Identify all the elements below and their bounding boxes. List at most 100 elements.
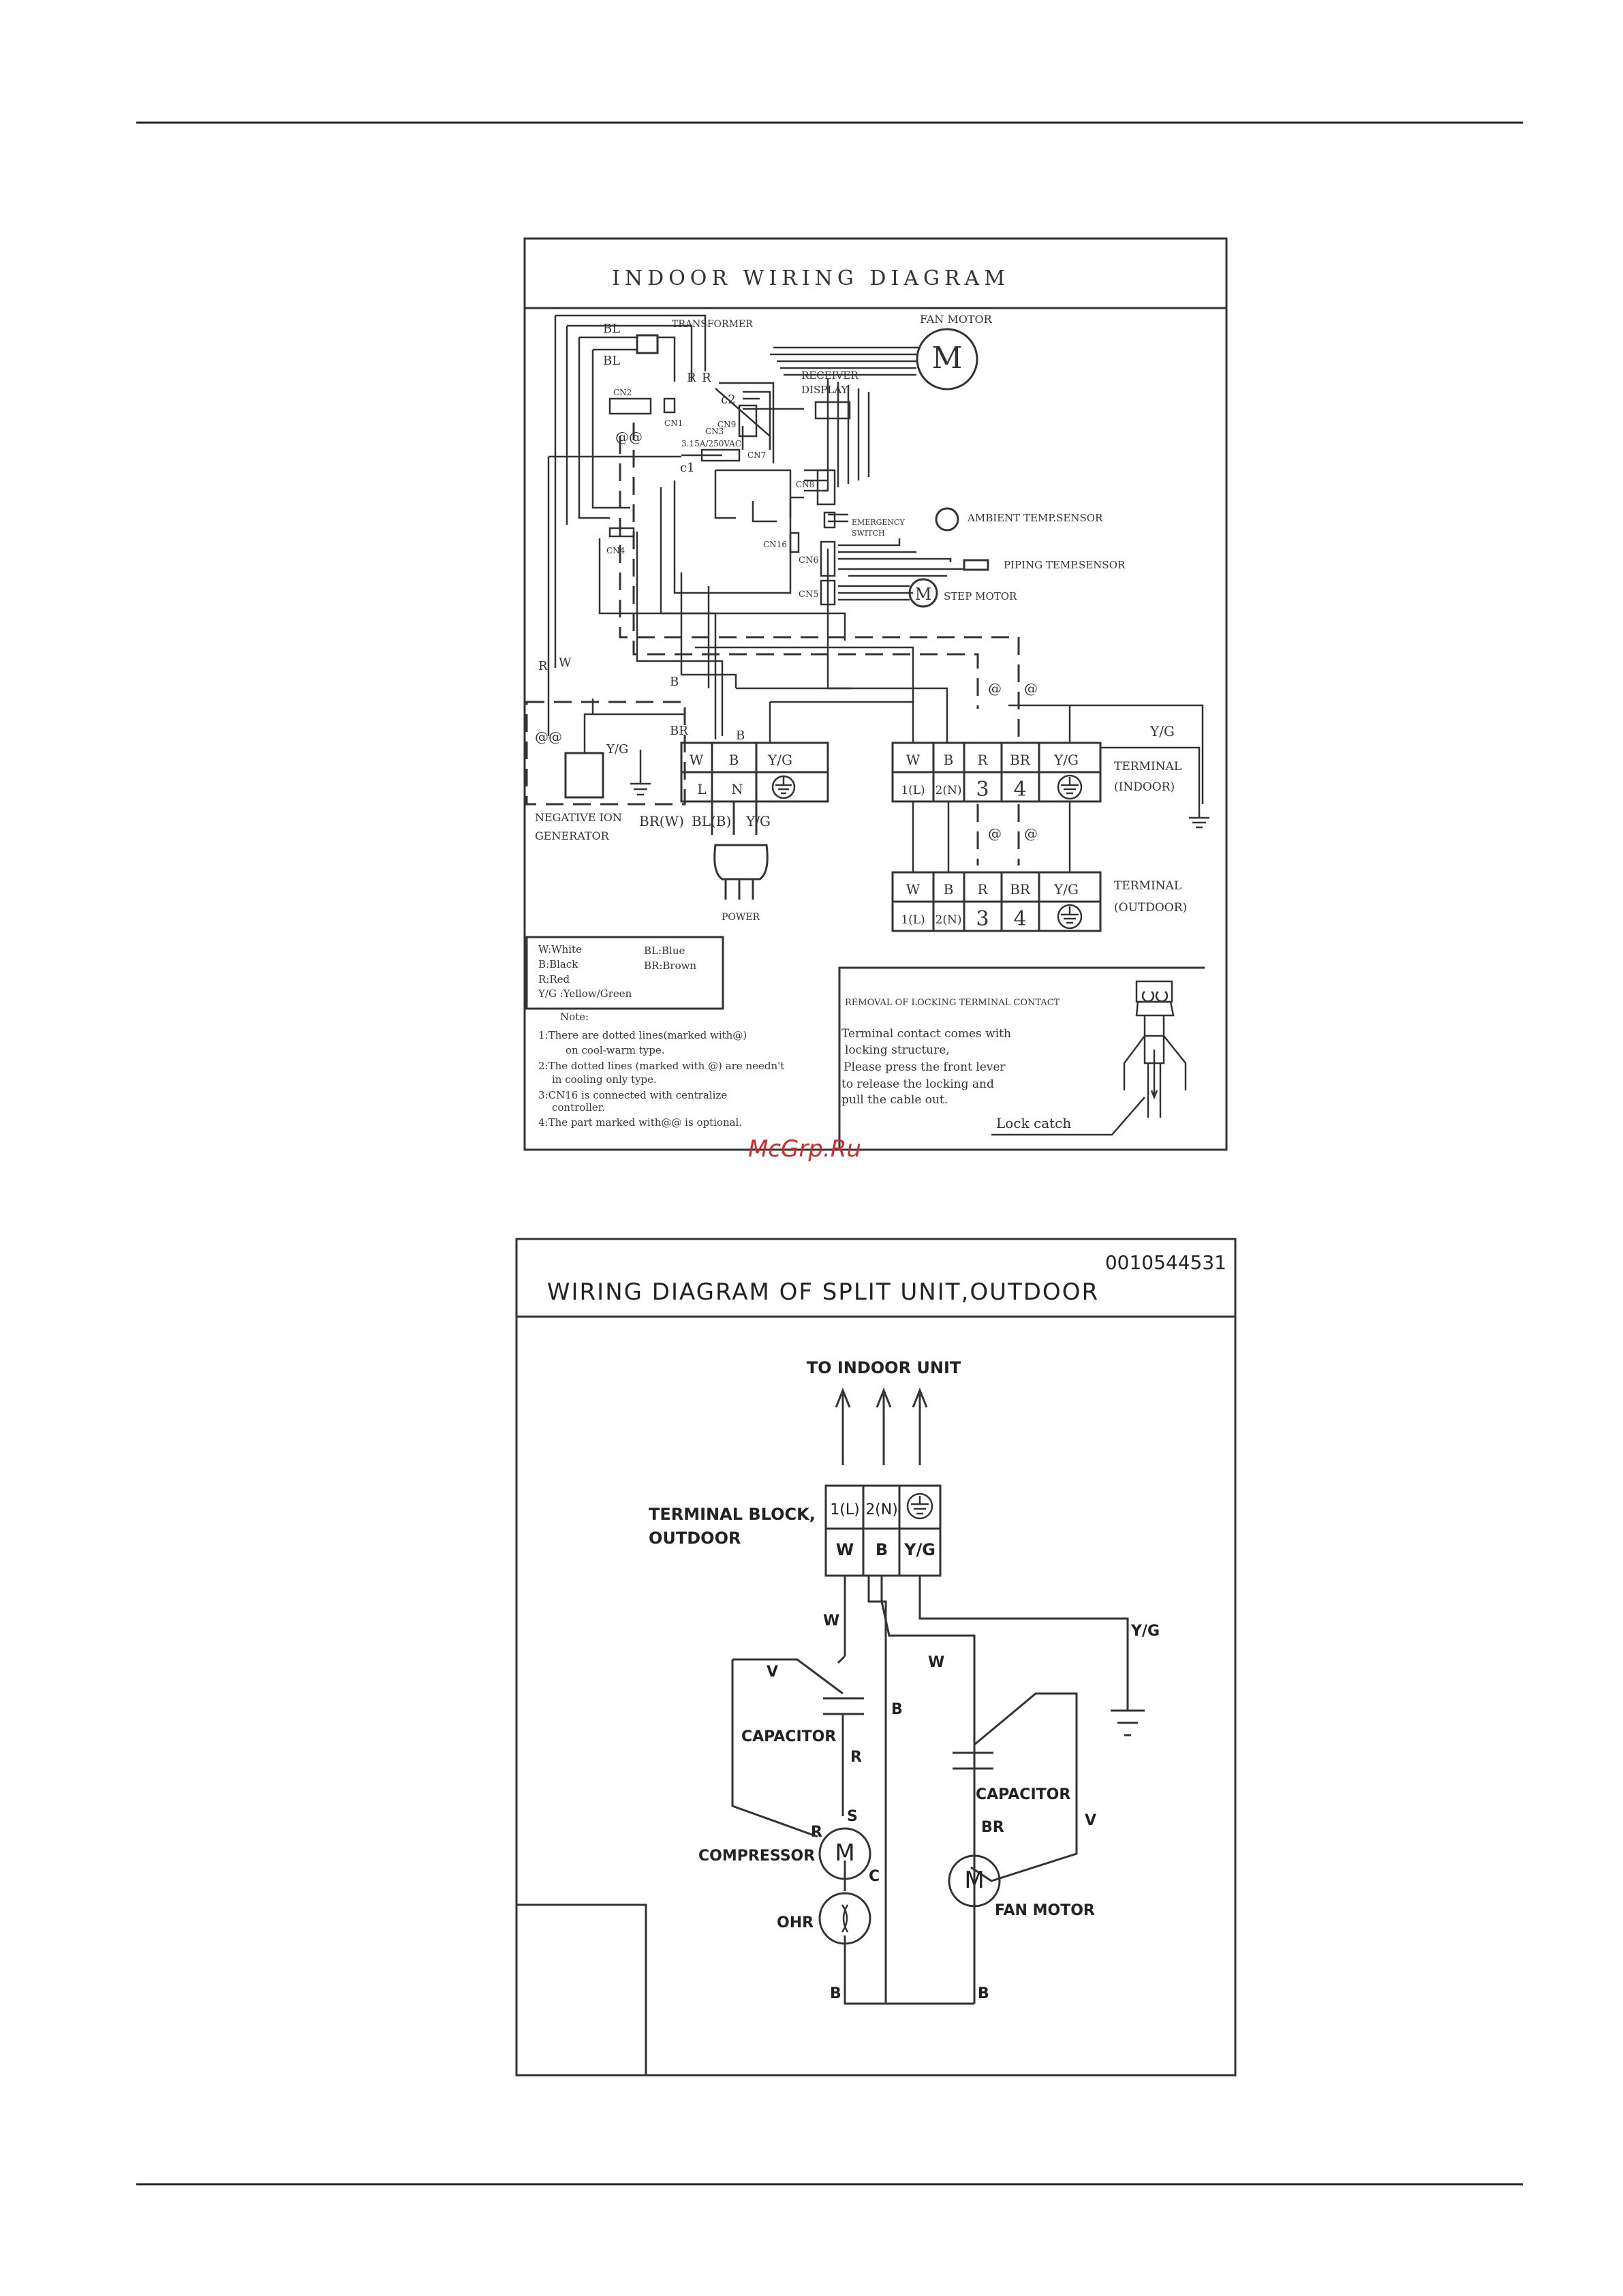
outdoor-frame [515, 1238, 1237, 2077]
wire-b-b: B [830, 1985, 841, 2002]
wire-b-a: B [891, 1701, 903, 1718]
cn6-label: CN6 [799, 555, 819, 566]
indoor-dashed-wiring [619, 423, 1020, 866]
term-out-yg: Y/G [1053, 881, 1079, 898]
legend-white: W:White [538, 943, 582, 955]
outdoor-fan-motor-label: FAN MOTOR [995, 1902, 1095, 1919]
indoor-wiring-diagram: INDOOR WIRING DIAGRAM M FAN MOTOR TRANSF… [523, 237, 1228, 1151]
negative-ion-label-1: NEGATIVE ION [535, 811, 622, 824]
outdoor-title: WIRING DIAGRAM OF SPLIT UNIT,OUTDOOR [547, 1279, 1099, 1306]
note-line-2: on cool-warm type. [566, 1044, 664, 1056]
cn7-label: CN7 [747, 450, 766, 460]
wire-v-b: V [1085, 1812, 1096, 1829]
negative-ion-generator: @@ Y/G NEGATIVE ION GENERATOR [525, 699, 686, 842]
negative-ion-icon [564, 752, 604, 799]
wire-w-b: W [928, 1654, 944, 1671]
cn9-label: CN9 [717, 420, 736, 429]
color-legend: W:White B:Black R:Red Y/G :Yellow/Green … [525, 936, 724, 1010]
step-motor-symbol: M [915, 585, 932, 604]
cn2-label: CN2 [613, 388, 632, 397]
terminal-indoor-label-2: (INDOOR) [1114, 780, 1175, 794]
power-plug: POWER [711, 801, 769, 923]
ohr-label: OHR [777, 1914, 814, 1931]
piping-sensor-icon [963, 559, 989, 571]
note-line-5: 3:CN16 is connected with centralize [538, 1089, 727, 1101]
term-in-4: 4 [1013, 778, 1026, 801]
cn16-block [789, 532, 800, 553]
wire-r-b: R [811, 1824, 822, 1841]
wire-yg-a: Y/G [1130, 1623, 1160, 1640]
step-motor: M STEP MOTOR [908, 578, 1017, 608]
wire-br-1: BR [670, 724, 688, 738]
outdoor-fan-motor-symbol: M [964, 1867, 984, 1894]
removal-line-4: to release the locking and [841, 1077, 994, 1091]
ohr: OHR [777, 1892, 871, 1945]
switch-label: SWITCH [852, 529, 885, 538]
indoor-fan-motor-symbol: M [931, 341, 962, 376]
outdoor-term-1l: 1(L) [830, 1501, 859, 1518]
wire-b-1: B [670, 675, 679, 689]
watermark: McGrp.Ru [748, 1135, 861, 1163]
terminal-indoor-label-1: TERMINAL [1114, 760, 1181, 774]
outdoor-wiring [731, 1576, 1145, 2005]
ambient-temp-sensor: AMBIENT TEMP.SENSOR [935, 507, 1103, 532]
term-out-r: R [977, 881, 988, 898]
cn8-label: CN8 [796, 480, 814, 489]
cn4-block [608, 527, 635, 538]
outdoor-term-w: W [836, 1540, 854, 1559]
indoor-fan-motor-label: FAN MOTOR [920, 313, 993, 326]
note-line-7: 4:The part marked with@@ is optional. [538, 1116, 742, 1129]
wire-brw: BR(W) [639, 813, 684, 829]
capacitor-label-2: CAPACITOR [976, 1786, 1070, 1803]
outdoor-code: 0010544531 [1105, 1251, 1226, 1274]
outdoor-wire-labels: W Y/G V W B R BR V R S C B B [767, 1612, 1160, 2002]
removal-line-5: pull the cable out. [841, 1093, 948, 1107]
indoor-wire-labels: R R @@ R W B BR B @ @ Y/G @ @ BR(W) BL(B… [538, 371, 1175, 842]
wire-w-1: W [559, 656, 572, 670]
compressor: M COMPRESSOR [698, 1827, 871, 1880]
step-motor-icon [908, 578, 938, 608]
indoor-fan-motor-icon [916, 328, 978, 391]
outdoor-corner-box [516, 1903, 647, 2075]
compressor-symbol: M [835, 1839, 854, 1867]
wire-br-a: BR [981, 1819, 1004, 1836]
compressor-label: COMPRESSOR [698, 1848, 815, 1865]
outdoor-term-2n: 2(N) [865, 1501, 898, 1518]
term-in-b: B [944, 752, 954, 768]
removal-line-3: Please press the front lever [844, 1060, 1006, 1074]
cn4-label: CN4 [606, 546, 625, 555]
compressor-icon [818, 1827, 871, 1880]
arrow-icons [835, 1387, 928, 1465]
wire-r-1: R [687, 371, 696, 385]
term-in-1l: 1(L) [901, 784, 925, 797]
cn1-block [608, 397, 652, 415]
piping-temp-sensor: PIPING TEMP.SENSOR [963, 559, 1126, 571]
term-in-2n: 2(N) [936, 784, 962, 797]
power-label: POWER [722, 912, 760, 923]
cn16-label: CN16 [763, 540, 787, 549]
cn3-block [738, 404, 758, 438]
cn6-block [820, 540, 836, 577]
outdoor-fan-motor: M FAN MOTOR [948, 1854, 1095, 1919]
wire-r-2: R [702, 371, 711, 385]
wire-s: S [847, 1808, 858, 1825]
bl-label-1: BL [603, 322, 620, 336]
wire-yg-2: Y/G [745, 813, 771, 829]
removal-line-2: locking structure, [845, 1043, 950, 1057]
legend-brown: BR:Brown [644, 960, 696, 972]
cn7-block [700, 448, 741, 462]
negative-ion-label-2: GENERATOR [535, 829, 610, 842]
term-in-br: BR [1010, 752, 1031, 768]
term-out-b: B [944, 881, 954, 898]
wire-at-3: @ [988, 825, 1002, 842]
power-terminal-w: W [690, 752, 704, 768]
cn2-block [663, 397, 676, 414]
note-line-1: 1:There are dotted lines(marked with@) [538, 1029, 747, 1041]
terminal-outdoor-label-2: (OUTDOOR) [1114, 901, 1187, 915]
outdoor-fan-motor-icon [948, 1854, 1001, 1908]
wire-at-1: @ [988, 680, 1002, 697]
step-motor-label: STEP MOTOR [944, 590, 1017, 602]
ground-icon [771, 775, 796, 799]
term-out-4: 4 [1013, 907, 1026, 931]
capacitor-label-1: CAPACITOR [741, 1728, 836, 1745]
